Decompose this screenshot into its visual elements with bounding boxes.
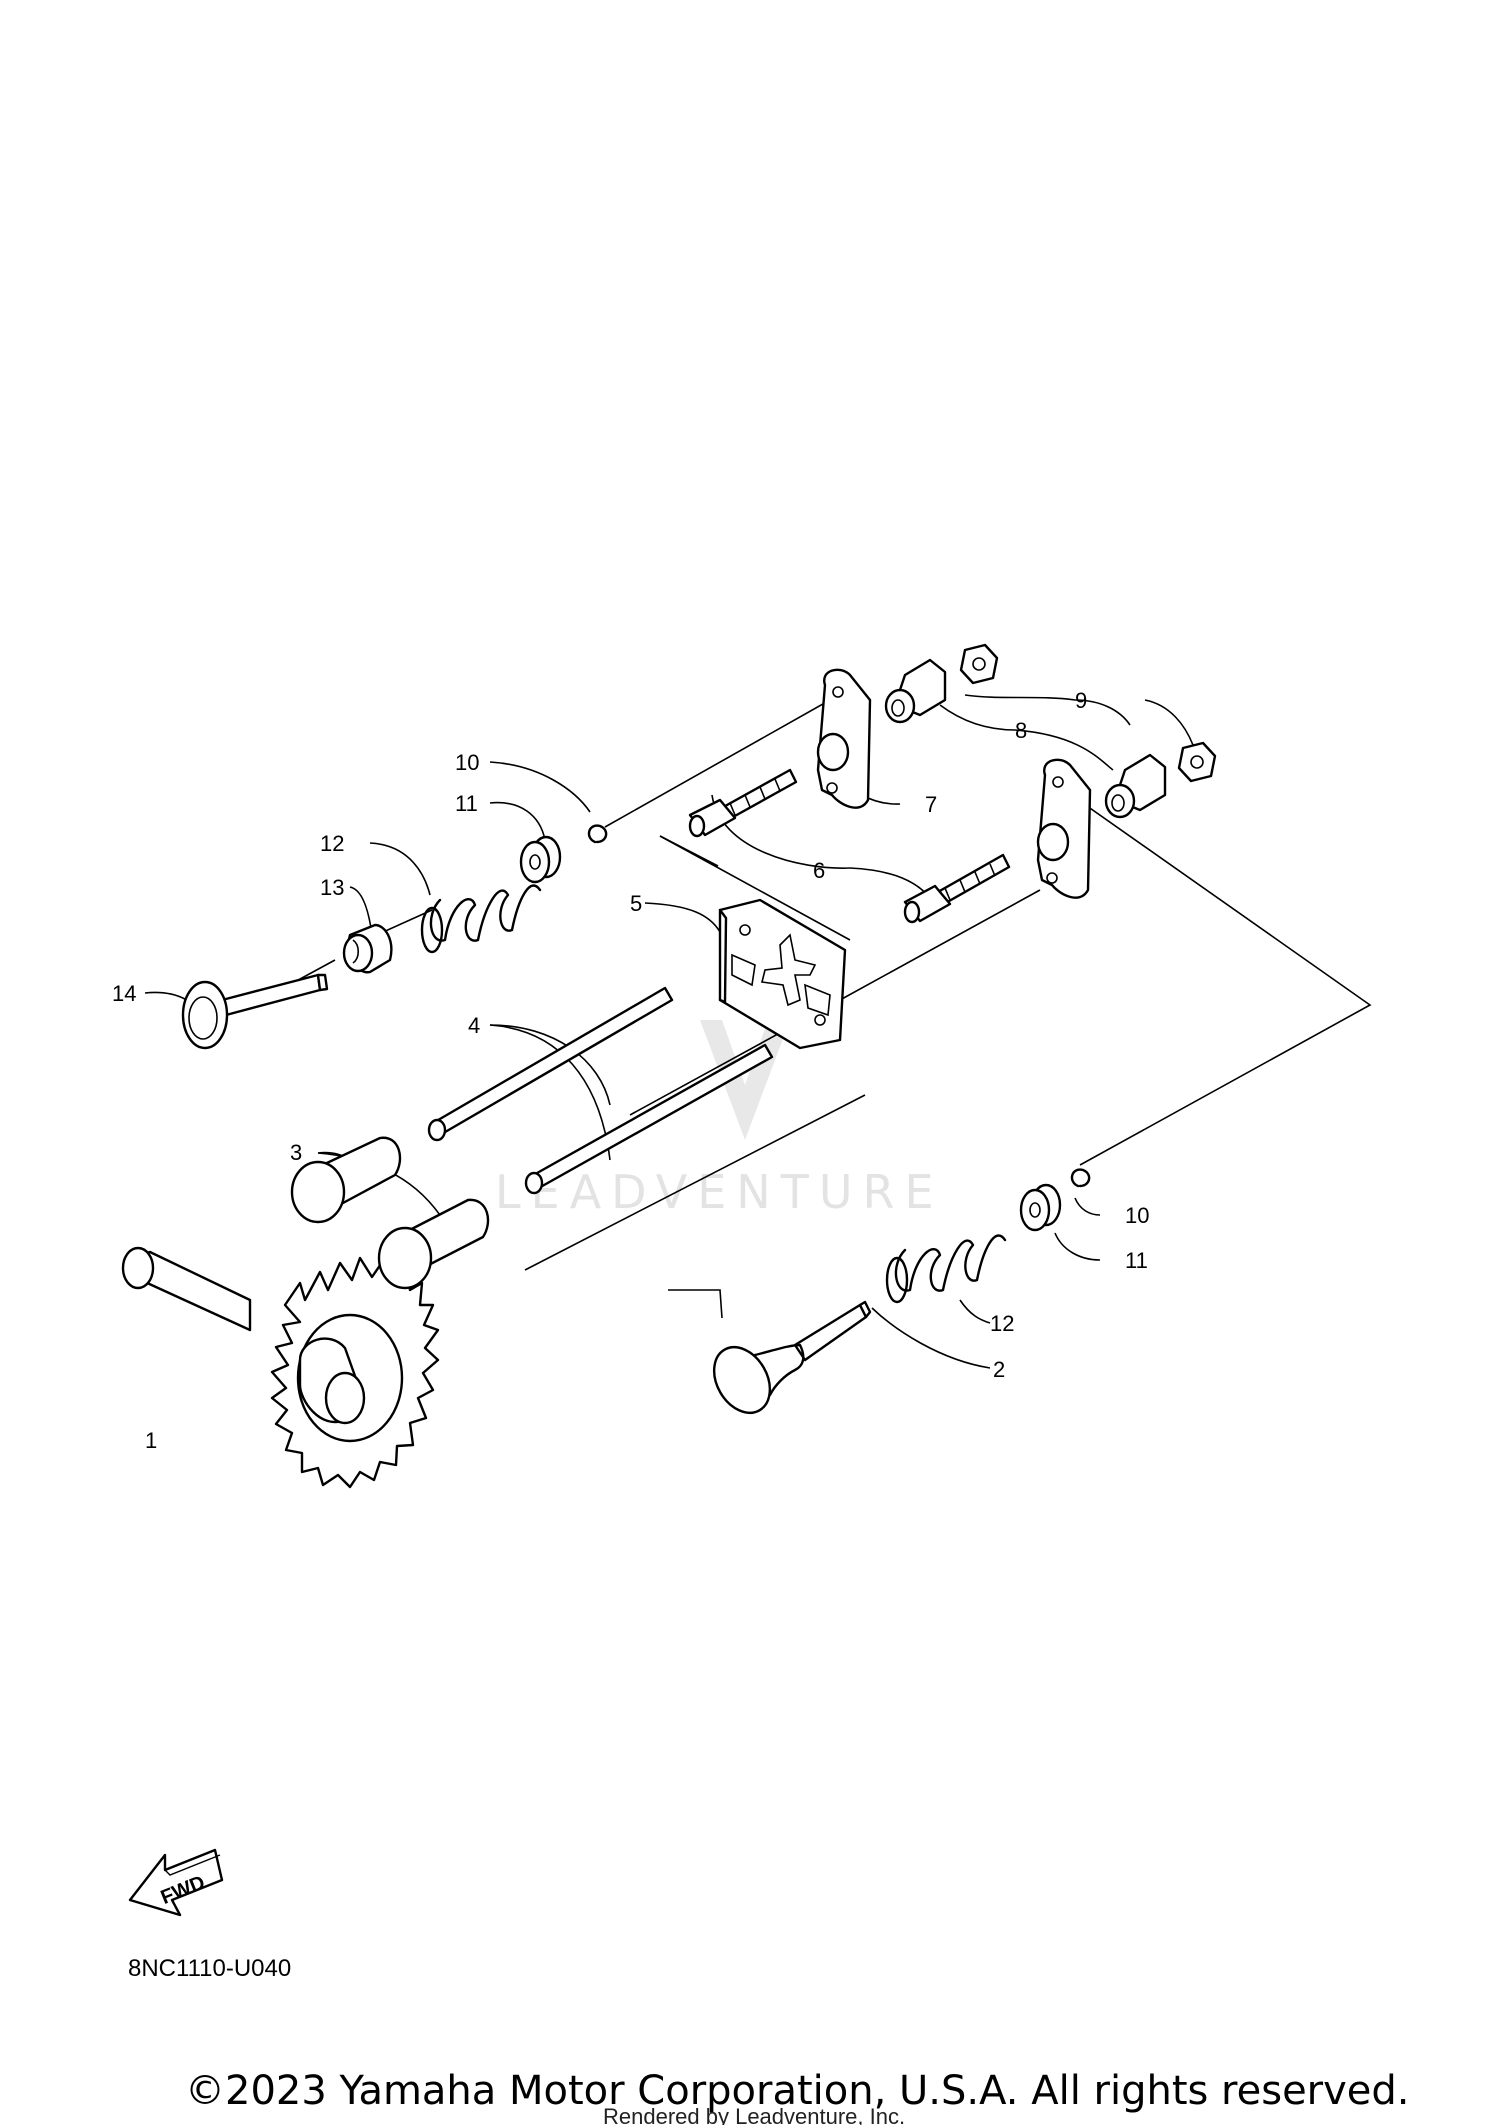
callout-9: 9 [1075,688,1087,713]
valve-springs [420,884,1007,1304]
callout-2: 2 [993,1357,1005,1382]
pivot-nuts [884,658,1167,819]
valve-lifters [290,1136,490,1290]
callout-11b: 11 [1125,1248,1148,1273]
valve-stem-seal [342,923,393,974]
callout-3: 3 [290,1140,302,1165]
spring-retainers [519,835,1062,1232]
valve-left [181,973,329,1050]
callout-numbers: 1 2 3 4 5 6 7 8 9 10 11 12 13 14 10 11 1… [112,688,1149,1453]
leader-lines [144,694,1194,1369]
fwd-arrow-icon: FWD [128,1848,224,1917]
diagram-code: 8NC1110-U040 [128,1955,292,1982]
push-rods [427,986,774,1195]
callout-8: 8 [1015,718,1027,743]
locknuts [959,643,1217,783]
camshaft-gear [121,1246,440,1489]
callout-11: 11 [455,791,478,816]
callout-14: 14 [112,981,136,1006]
rocker-arms [816,668,1092,899]
rocker-studs [688,768,1011,924]
callout-6: 6 [813,858,825,883]
copyright-notice: ©2023 Yamaha Motor Corporation, U.S.A. A… [185,2068,1410,2114]
callout-12b: 12 [990,1311,1014,1336]
watermark-text: LEADVENTURE [495,1165,944,1219]
valve-right [712,1300,872,1414]
callout-10b: 10 [1125,1203,1149,1228]
callout-5: 5 [630,891,642,916]
rendered-by-credit: Rendered by Leadventure, Inc. [603,2104,906,2125]
callout-12: 12 [320,831,344,856]
callout-10: 10 [455,750,479,775]
retainer-clips [587,824,1091,1188]
rocker-plate [718,898,847,1050]
callout-13: 13 [320,875,344,900]
callout-4: 4 [468,1013,480,1038]
callout-7: 7 [925,792,937,817]
callout-1: 1 [145,1428,157,1453]
